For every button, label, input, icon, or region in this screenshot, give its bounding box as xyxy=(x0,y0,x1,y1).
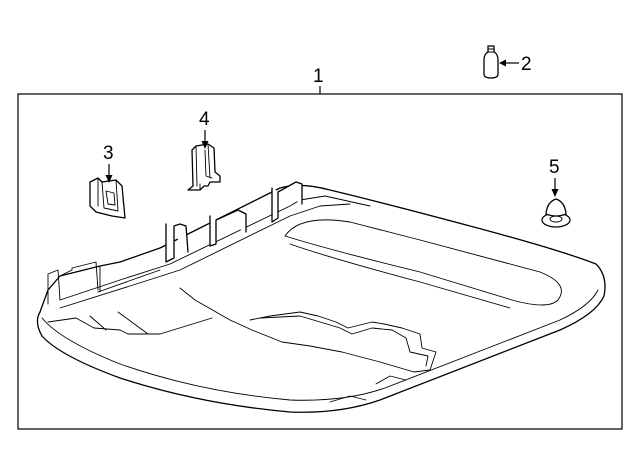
lamp-recess xyxy=(179,287,437,373)
console-front-lip xyxy=(41,289,599,401)
bracket-4-body xyxy=(187,143,221,191)
fastener-5-shank xyxy=(545,198,567,217)
mounting-tab-1 xyxy=(165,223,189,263)
callout-3-arrow xyxy=(105,175,113,183)
callout-3[interactable]: 3 xyxy=(103,143,114,183)
callout-4-label: 4 xyxy=(199,109,210,130)
left-lens xyxy=(47,311,213,335)
callout-3-label: 3 xyxy=(103,143,114,164)
mounting-tab-2 xyxy=(209,209,247,247)
front-lens xyxy=(329,375,407,403)
callout-1[interactable]: 1 xyxy=(313,66,324,94)
console-left-wall xyxy=(47,261,99,305)
callout-4[interactable]: 4 xyxy=(199,109,210,149)
part-3-clip[interactable] xyxy=(89,177,126,219)
callout-5-arrow xyxy=(551,189,559,197)
part-4-bracket[interactable] xyxy=(187,143,221,191)
console-outer-shell xyxy=(36,184,606,413)
console-inner-ridge xyxy=(289,243,511,309)
callout-2[interactable]: 2 xyxy=(499,54,532,75)
callout-2-label: 2 xyxy=(521,54,532,75)
clip-3-detail xyxy=(97,177,119,212)
callout-4-arrow xyxy=(201,141,209,149)
mounting-tab-3 xyxy=(271,181,303,223)
part-1-console-housing[interactable] xyxy=(36,181,606,413)
bulb-icon xyxy=(483,45,499,79)
console-back-rail xyxy=(59,195,371,309)
part-2-bulb[interactable] xyxy=(483,45,499,79)
lamp-recess-inner xyxy=(259,315,429,367)
callout-5[interactable]: 5 xyxy=(549,157,560,197)
callout-2-arrow xyxy=(499,59,506,67)
callout-5-label: 5 xyxy=(549,157,560,178)
callout-1-label: 1 xyxy=(313,66,324,87)
part-5-fastener[interactable] xyxy=(541,198,571,228)
console-inner-panel xyxy=(284,219,562,306)
bracket-4-detail xyxy=(195,143,213,191)
